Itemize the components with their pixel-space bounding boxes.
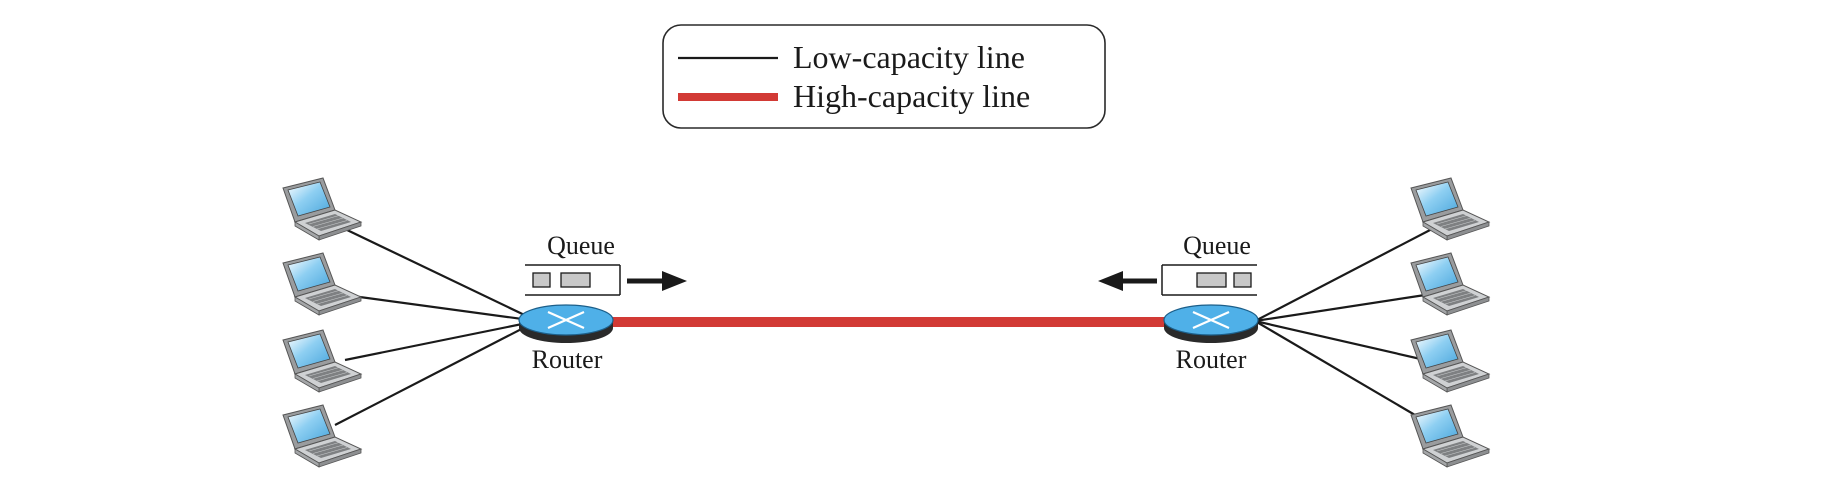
- left-router: Router: [518, 304, 614, 374]
- queued-packet: [560, 272, 591, 288]
- right-link-1: [1254, 228, 1433, 322]
- arrow-left-icon: [1098, 271, 1157, 291]
- left-queue-label: Queue: [547, 231, 615, 260]
- right-queue-label: Queue: [1183, 231, 1251, 260]
- left-queue: Queue: [525, 231, 687, 296]
- left-access-links: [334, 228, 538, 426]
- laptop-icon: [1410, 177, 1490, 241]
- left-hosts: [282, 177, 362, 468]
- queued-packet: [1233, 272, 1252, 288]
- router-icon: [518, 304, 614, 343]
- left-link-2: [344, 293, 538, 323]
- laptop-icon: [282, 329, 362, 393]
- router-icon: [1163, 304, 1259, 343]
- queue-icon: [525, 264, 621, 296]
- left-router-label: Router: [532, 345, 603, 374]
- queued-packet: [1196, 272, 1227, 288]
- left-link-3: [344, 319, 538, 362]
- left-link-4: [334, 320, 538, 426]
- queued-packet: [532, 272, 551, 288]
- laptop-icon: [282, 252, 362, 316]
- right-hosts: [1410, 177, 1490, 468]
- laptop-icon: [1410, 404, 1490, 468]
- right-link-4: [1254, 320, 1433, 426]
- legend-box: [662, 24, 1106, 129]
- right-queue: Queue: [1098, 231, 1257, 296]
- arrow-right-icon: [627, 271, 687, 291]
- right-link-2: [1254, 293, 1426, 323]
- legend-label-high-capacity: High-capacity line: [793, 78, 1030, 114]
- right-link-3: [1254, 319, 1426, 362]
- right-router-label: Router: [1176, 345, 1247, 374]
- queue-icon: [1161, 264, 1257, 296]
- left-link-1: [344, 228, 538, 322]
- right-access-links: [1254, 228, 1433, 426]
- right-router: Router: [1163, 304, 1259, 374]
- laptop-icon: [282, 404, 362, 468]
- legend-label-low-capacity: Low-capacity line: [793, 39, 1025, 75]
- laptop-icon: [1410, 252, 1490, 316]
- legend: Low-capacity line High-capacity line: [662, 24, 1106, 129]
- laptop-icon: [1410, 329, 1490, 393]
